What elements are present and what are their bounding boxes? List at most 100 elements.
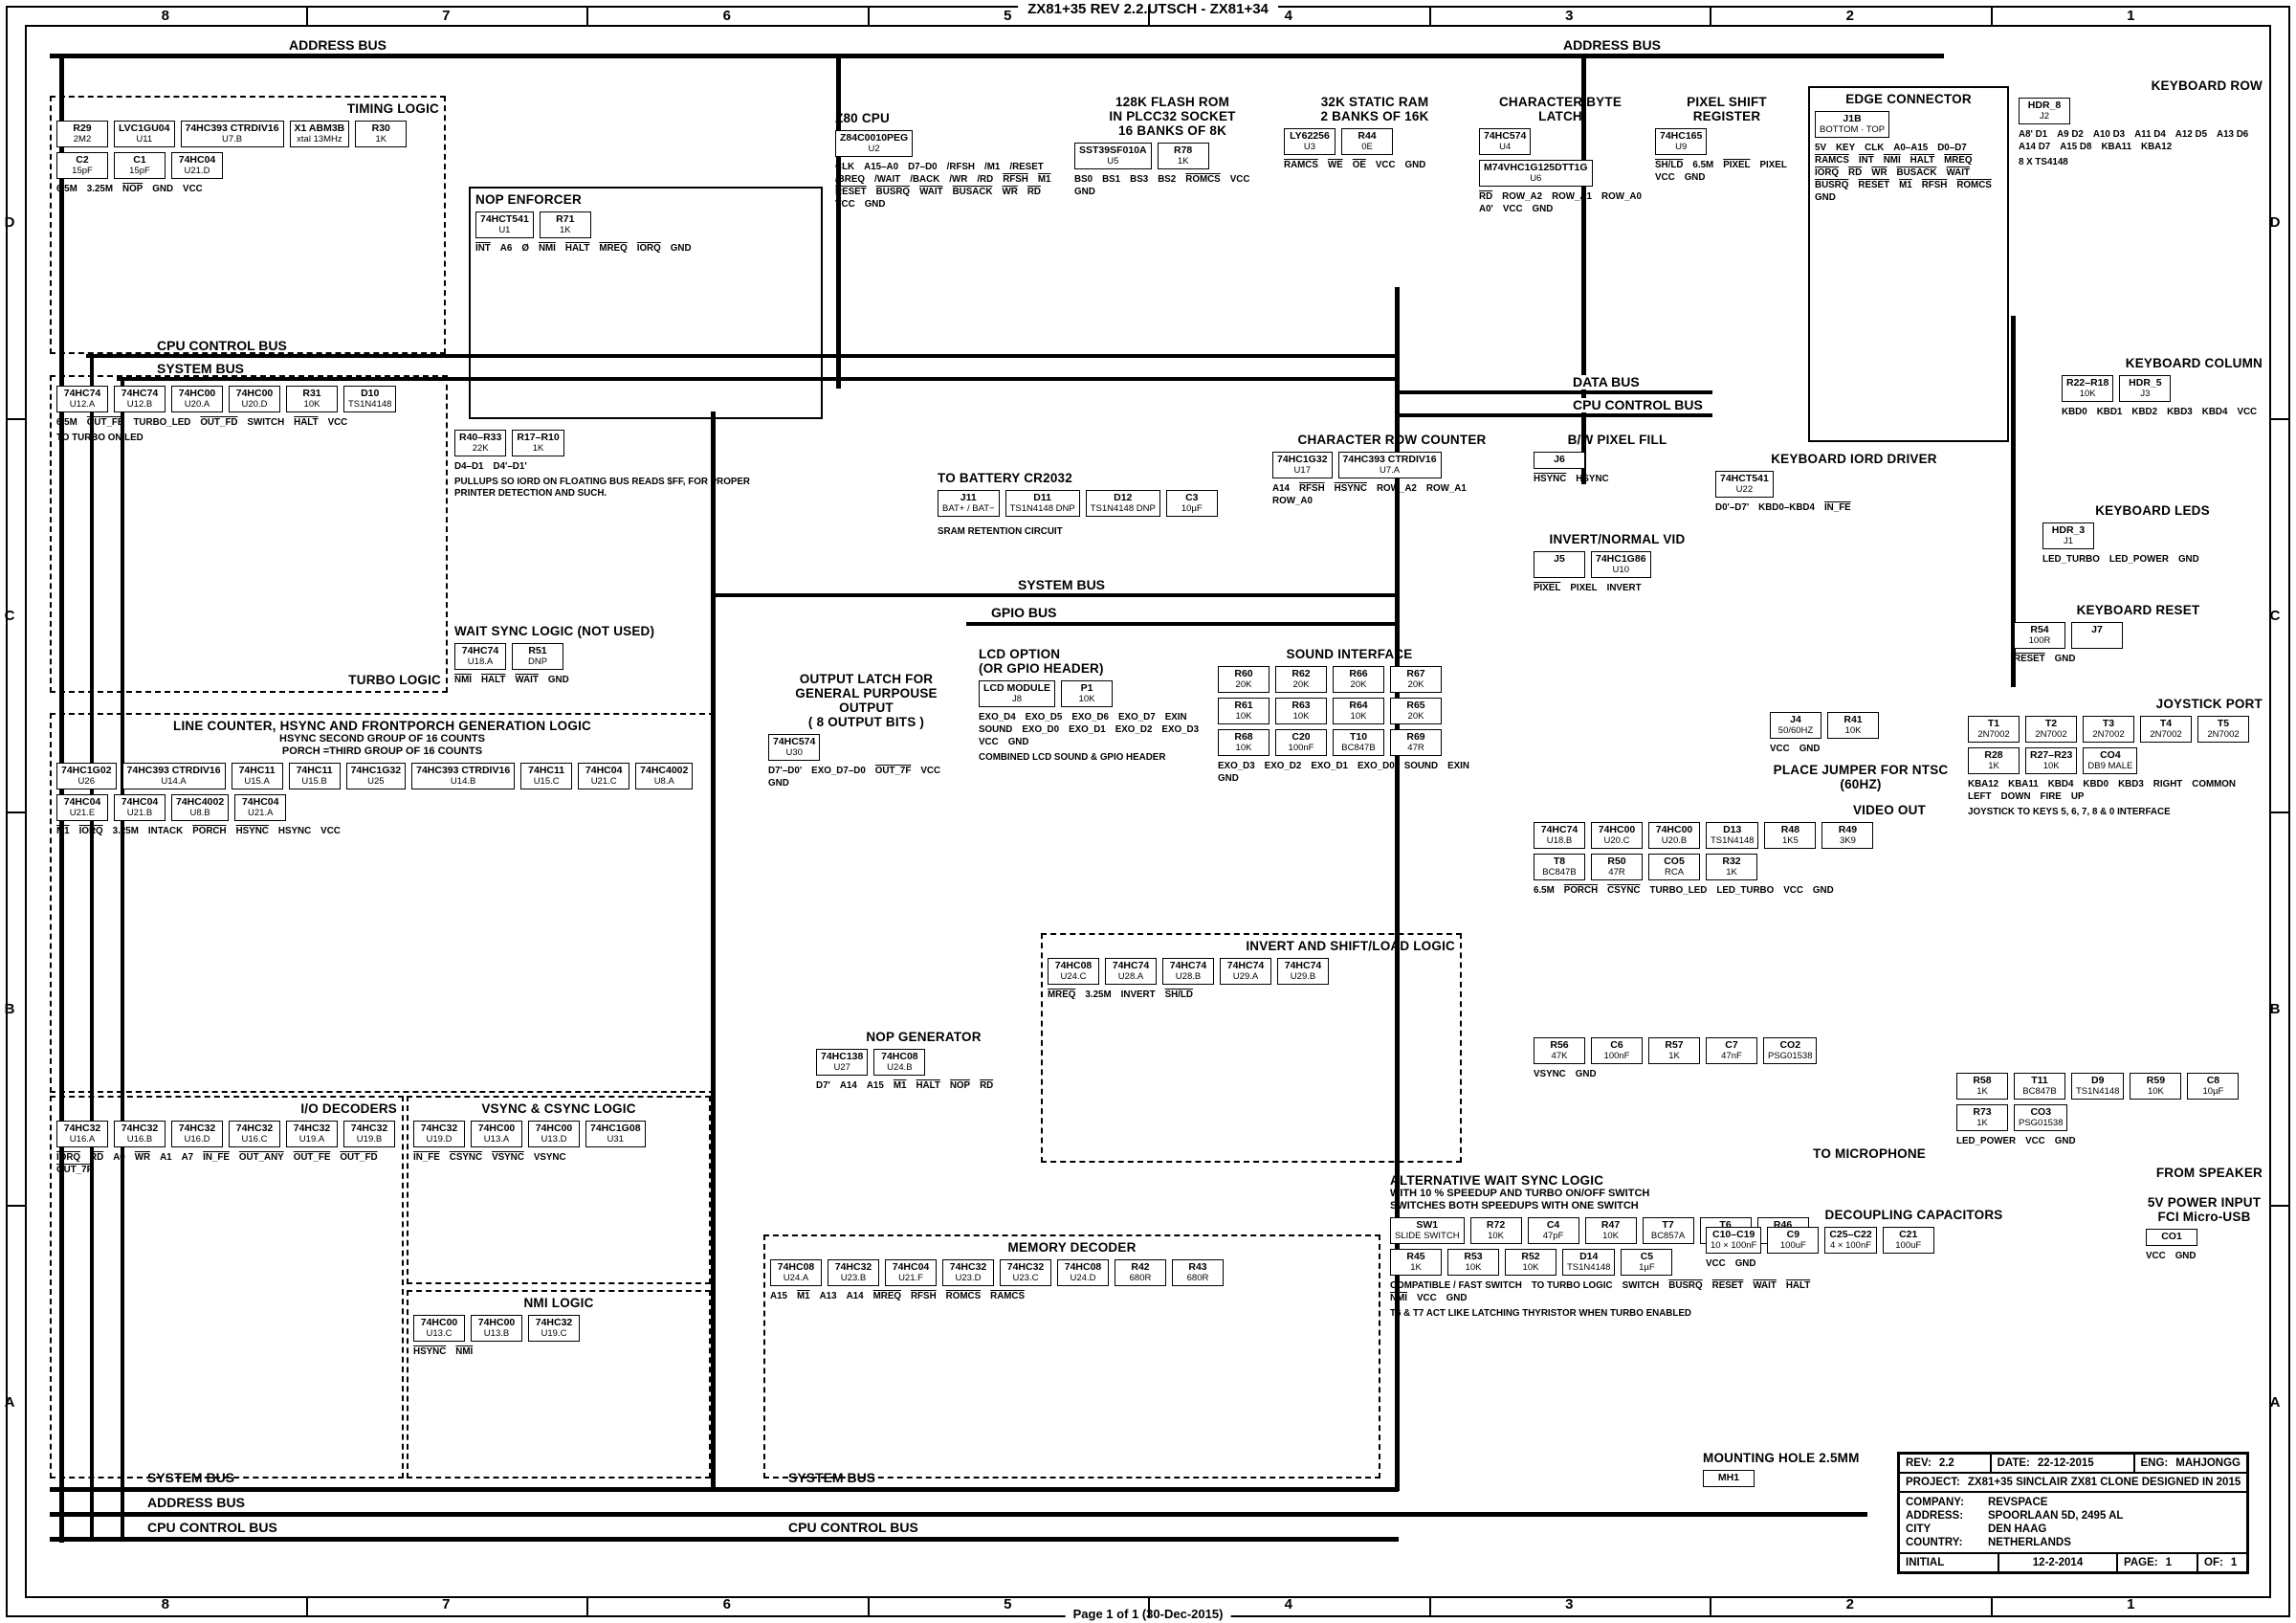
ref-designator: U13.B [483, 1327, 510, 1339]
invert-shift-load-logic-title: INVERT AND SHIFT/LOAD LOGIC [1048, 939, 1455, 953]
part-number: LCD MODULE [983, 682, 1050, 694]
signal-label: /BACK [910, 174, 940, 185]
signal-label: BUSRQ [1815, 180, 1849, 190]
part-number: D12 [1114, 492, 1133, 503]
keyboard-row-notes: 8 X TS4148 [2019, 157, 2263, 168]
ref-designator: U9 [1675, 141, 1688, 152]
block-title: TO BATTERY CR2032 [938, 471, 1072, 485]
signal-label: SWITCH [1622, 1280, 1660, 1291]
signal-label: TO TURBO LOGIC [1531, 1280, 1613, 1291]
turbo-logic-notes: TO TURBO ON LED [56, 428, 441, 444]
signal-label: LED_TURBO [1716, 885, 1775, 896]
ref-designator: 20K [1292, 678, 1310, 690]
block-title: LINE COUNTER, HSYNC AND FRONTPORCH GENER… [173, 719, 591, 733]
bus-line [50, 1487, 1399, 1492]
zone-col-2: 2 [1845, 8, 1854, 24]
signal-label: M1 [893, 1080, 907, 1091]
part-number: C2 [76, 154, 89, 166]
signal-label: A13 D6 [2217, 129, 2249, 140]
ref-designator: DB9 MALE [2087, 760, 2133, 771]
part-number: R32 [1722, 856, 1741, 867]
signal-label: CLK [1865, 143, 1885, 153]
ref-designator: BC847B [1341, 742, 1376, 753]
zone-col-2: 2 [1845, 1596, 1854, 1612]
part-number: R58 [1973, 1075, 1992, 1086]
block-title: NMI LOGIC [523, 1296, 594, 1310]
part-number: J1B [1843, 113, 1862, 124]
signal-label: INTACK [147, 826, 184, 836]
block-note: SRAM RETENTION CIRCUIT [938, 526, 1063, 537]
part-number: CO3 [2030, 1106, 2052, 1118]
part-number: 74HC00 [178, 388, 216, 399]
signal-label: A0–A15 [1893, 143, 1929, 153]
part-number: R62 [1292, 668, 1311, 679]
ref-designator: 47R [1407, 742, 1424, 753]
ref-designator: 1K5 [1781, 834, 1799, 846]
signal-label: HALT [916, 1080, 940, 1091]
signal-label: KBA12 [1968, 779, 1999, 789]
ref-designator: U23.B [840, 1272, 867, 1283]
ref-designator: U11 [136, 133, 153, 145]
ref-designator: 1K [375, 133, 387, 145]
zone-tick [1990, 1598, 1993, 1617]
title-block-rev-row: REV:2.2 DATE:22-12-2015 ENG:MAHJONGG [1900, 1455, 2246, 1474]
block-title: NOP ENFORCER [475, 192, 582, 207]
ref-designator: U15.A [244, 775, 270, 787]
ref-designator: 1K [1410, 1261, 1422, 1273]
part-number: D10 [361, 388, 380, 399]
ref-designator: U12.A [69, 398, 96, 410]
zone-col-4: 4 [1284, 8, 1292, 24]
signal-label: INT [475, 243, 491, 254]
part-number: R59 [2146, 1075, 2166, 1086]
block-subtitle: SWITCHES BOTH SPEEDUPS WITH ONE SWITCH [1390, 1200, 1639, 1212]
zone-row-A: A [4, 1393, 15, 1411]
chip-j6: J6 [1534, 452, 1585, 469]
part-number: MH1 [1717, 1472, 1740, 1483]
part-number: 74HCT541 [480, 213, 529, 225]
ref-designator: PSG01538 [1768, 1050, 1813, 1061]
block-title: 128K FLASH ROM [1115, 95, 1230, 109]
ref-designator: 47pF [1542, 1230, 1564, 1241]
part-number: R22–R18 [2066, 377, 2109, 389]
zone-tick [2271, 1205, 2290, 1207]
signal-label: OUT_7F [874, 766, 912, 776]
block-note: COMBINED LCD SOUND & GPIO HEADER [979, 752, 1166, 763]
part-number: 74HC574 [1484, 130, 1527, 142]
block-title: FROM SPEAKER [2155, 1166, 2263, 1180]
signal-label: RESET [1858, 180, 1890, 190]
bus-label: CPU CONTROL BUS [144, 1521, 281, 1535]
part-number: HDR_3 [2051, 524, 2086, 536]
part-number: 74HC11 [238, 765, 276, 776]
part-number: 74HC393 CTRDIV16 [416, 765, 511, 776]
signal-label: KBD3 [2167, 407, 2193, 417]
zone-tick [1990, 6, 1993, 25]
ref-designator: 100uF [1779, 1239, 1806, 1251]
part-number: 74HC74 [63, 388, 101, 399]
signal-label: MREQ [599, 243, 628, 254]
signal-label: 3.25M [86, 184, 114, 194]
signal-label: HSYNC [1334, 483, 1367, 494]
